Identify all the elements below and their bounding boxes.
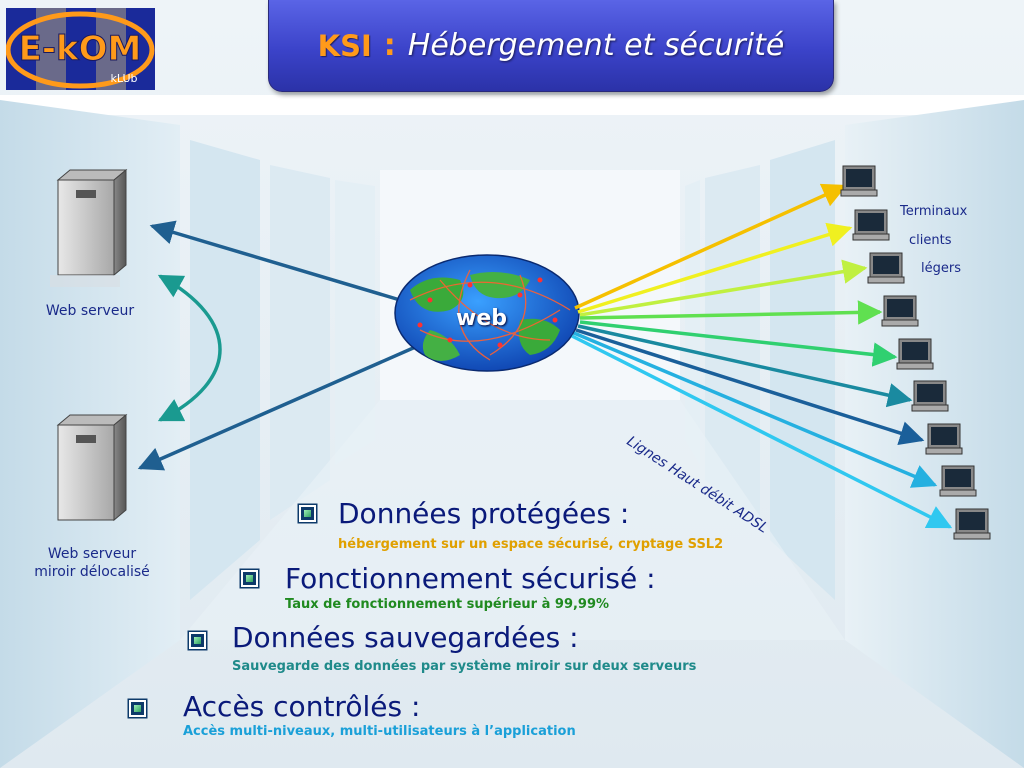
mirror-server-label: Web serveur miroir délocalisé [22, 545, 162, 581]
mirror-server-icon [56, 413, 128, 522]
feature-detail: Accès multi-niveaux, multi-utilisateurs … [183, 724, 576, 739]
feature-title: Données sauvegardées : [232, 621, 579, 654]
title-prefix: KSI [317, 28, 372, 63]
square-bullet-icon [299, 505, 316, 522]
web-globe-icon [394, 254, 580, 372]
client-terminals [840, 165, 991, 540]
arrow-web-to-server [149, 220, 401, 302]
svg-text:kLUb: kLUb [111, 72, 138, 85]
arrow-mirror-sync [157, 274, 222, 422]
terminal-icon [911, 380, 949, 412]
title-separator: : [383, 28, 396, 63]
square-bullet-icon [241, 570, 258, 587]
terminals-label-line1: Terminaux [900, 204, 968, 219]
eklub-logo: E-kOM kLUb [6, 8, 155, 90]
square-bullet-icon [129, 700, 146, 717]
feature-title: Fonctionnement sécurisé : [285, 562, 656, 595]
square-bullet-icon [189, 632, 206, 649]
terminal-icon [840, 165, 878, 197]
feature-detail: hébergement sur un espace sécurisé, cryp… [338, 537, 724, 552]
mirror-server-label-line1: Web serveur [47, 546, 137, 562]
terminals-label-line2: clients [909, 233, 952, 248]
mirror-server-label-line2: miroir délocalisé [34, 564, 150, 580]
terminal-icon [925, 423, 963, 455]
title-subtitle: Hébergement et sécurité [407, 28, 785, 63]
feature-detail: Sauvegarde des données par système miroi… [232, 659, 697, 674]
terminal-icon [881, 295, 919, 327]
terminal-icon [867, 252, 905, 284]
web-server-icon [50, 168, 128, 287]
terminal-icon [953, 508, 991, 540]
terminals-label-line3: légers [921, 261, 961, 276]
feature-title: Données protégées : [338, 497, 630, 530]
terminal-icon [896, 338, 934, 370]
terminal-icon [939, 465, 977, 497]
arrow-web-to-mirror [137, 343, 421, 471]
terminal-icon [852, 209, 890, 241]
feature-title: Accès contrôlés : [183, 690, 421, 723]
cloud-label: web [456, 306, 507, 331]
slide-title: KSI : Hébergement et sécurité [268, 0, 834, 92]
feature-detail: Taux de fonctionnement supérieur à 99,99… [285, 597, 610, 612]
svg-text:E-kOM: E-kOM [19, 29, 142, 69]
web-server-label: Web serveur [45, 303, 135, 319]
adsl-lines [571, 183, 953, 529]
